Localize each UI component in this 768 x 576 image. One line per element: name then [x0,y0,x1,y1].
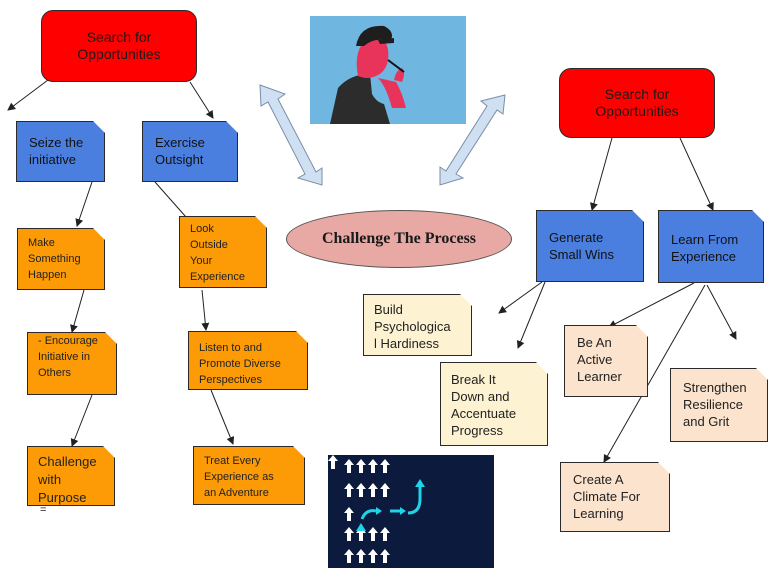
active-learner-node: Be An Active Learner [564,325,648,397]
active-learner-label: Be An Active Learner [577,335,622,384]
break-it-down-node: Break It Down and Accentuate Progress [440,362,548,446]
generate-small-wins-label: Generate Small Wins [549,230,615,262]
make-something-happen-label: Make Something Happen [28,237,81,281]
arrows-illustration [328,455,494,568]
challenge-process-node: Challenge The Process [286,210,512,268]
break-it-down-label: Break It Down and Accentuate Progress [451,372,517,438]
look-outside-label: Look Outside Your Experience [190,223,246,283]
exercise-outsight-node: Exercise Outsight [142,121,238,182]
strengthen-resilience-node: Strengthen Resilience and Grit [670,368,768,442]
exercise-outsight-label: Exercise Outsight [155,135,205,167]
learn-from-experience-label: Learn From Experience [671,232,739,264]
generate-small-wins-node: Generate Small Wins [536,210,644,282]
arrows-grid-icon [328,455,425,563]
double-arrow-left [259,84,323,186]
treat-experience-node: Treat Every Experience as an Adventure [193,446,305,505]
seize-initiative-node: Seize the initiative [16,121,105,182]
encourage-initiative-label: - Encourage Initiative in Others [38,335,98,379]
double-arrows [259,84,506,186]
listen-promote-node: Listen to and Promote Diverse Perspectiv… [188,331,308,390]
build-hardiness-label: Build Psychologica l Hardiness [374,302,451,351]
learn-from-experience-node: Learn From Experience [658,210,764,283]
challenge-purpose-label: Challenge with Purpose [38,454,97,505]
create-climate-label: Create A Climate For Learning [573,472,641,521]
challenge-purpose-mark: = [40,504,47,516]
right-search-opportunities-label: Search for Opportunities [595,86,679,119]
double-arrow-right [439,94,506,186]
challenge-process-label: Challenge The Process [321,230,477,247]
treat-experience-label: Treat Every Experience as an Adventure [204,455,274,499]
seize-initiative-label: Seize the initiative [29,135,84,167]
make-something-happen-node: Make Something Happen [17,228,105,290]
right-search-opportunities-node: Search for Opportunities [559,68,715,138]
strengthen-resilience-label: Strengthen Resilience and Grit [683,380,747,429]
left-search-opportunities-node: Search for Opportunities [41,10,197,82]
challenge-purpose-node: Challenge with Purpose [27,446,115,506]
build-hardiness-node: Build Psychologica l Hardiness [363,294,472,356]
encourage-initiative-node: - Encourage Initiative in Others [27,332,117,395]
create-climate-node: Create A Climate For Learning [560,462,670,532]
look-outside-node: Look Outside Your Experience [179,216,267,288]
thinker-illustration [310,16,466,124]
left-search-opportunities-label: Search for Opportunities [77,29,161,62]
connector-lines [7,79,737,463]
listen-promote-label: Listen to and Promote Diverse Perspectiv… [199,342,281,386]
thinker-icon [330,25,406,124]
